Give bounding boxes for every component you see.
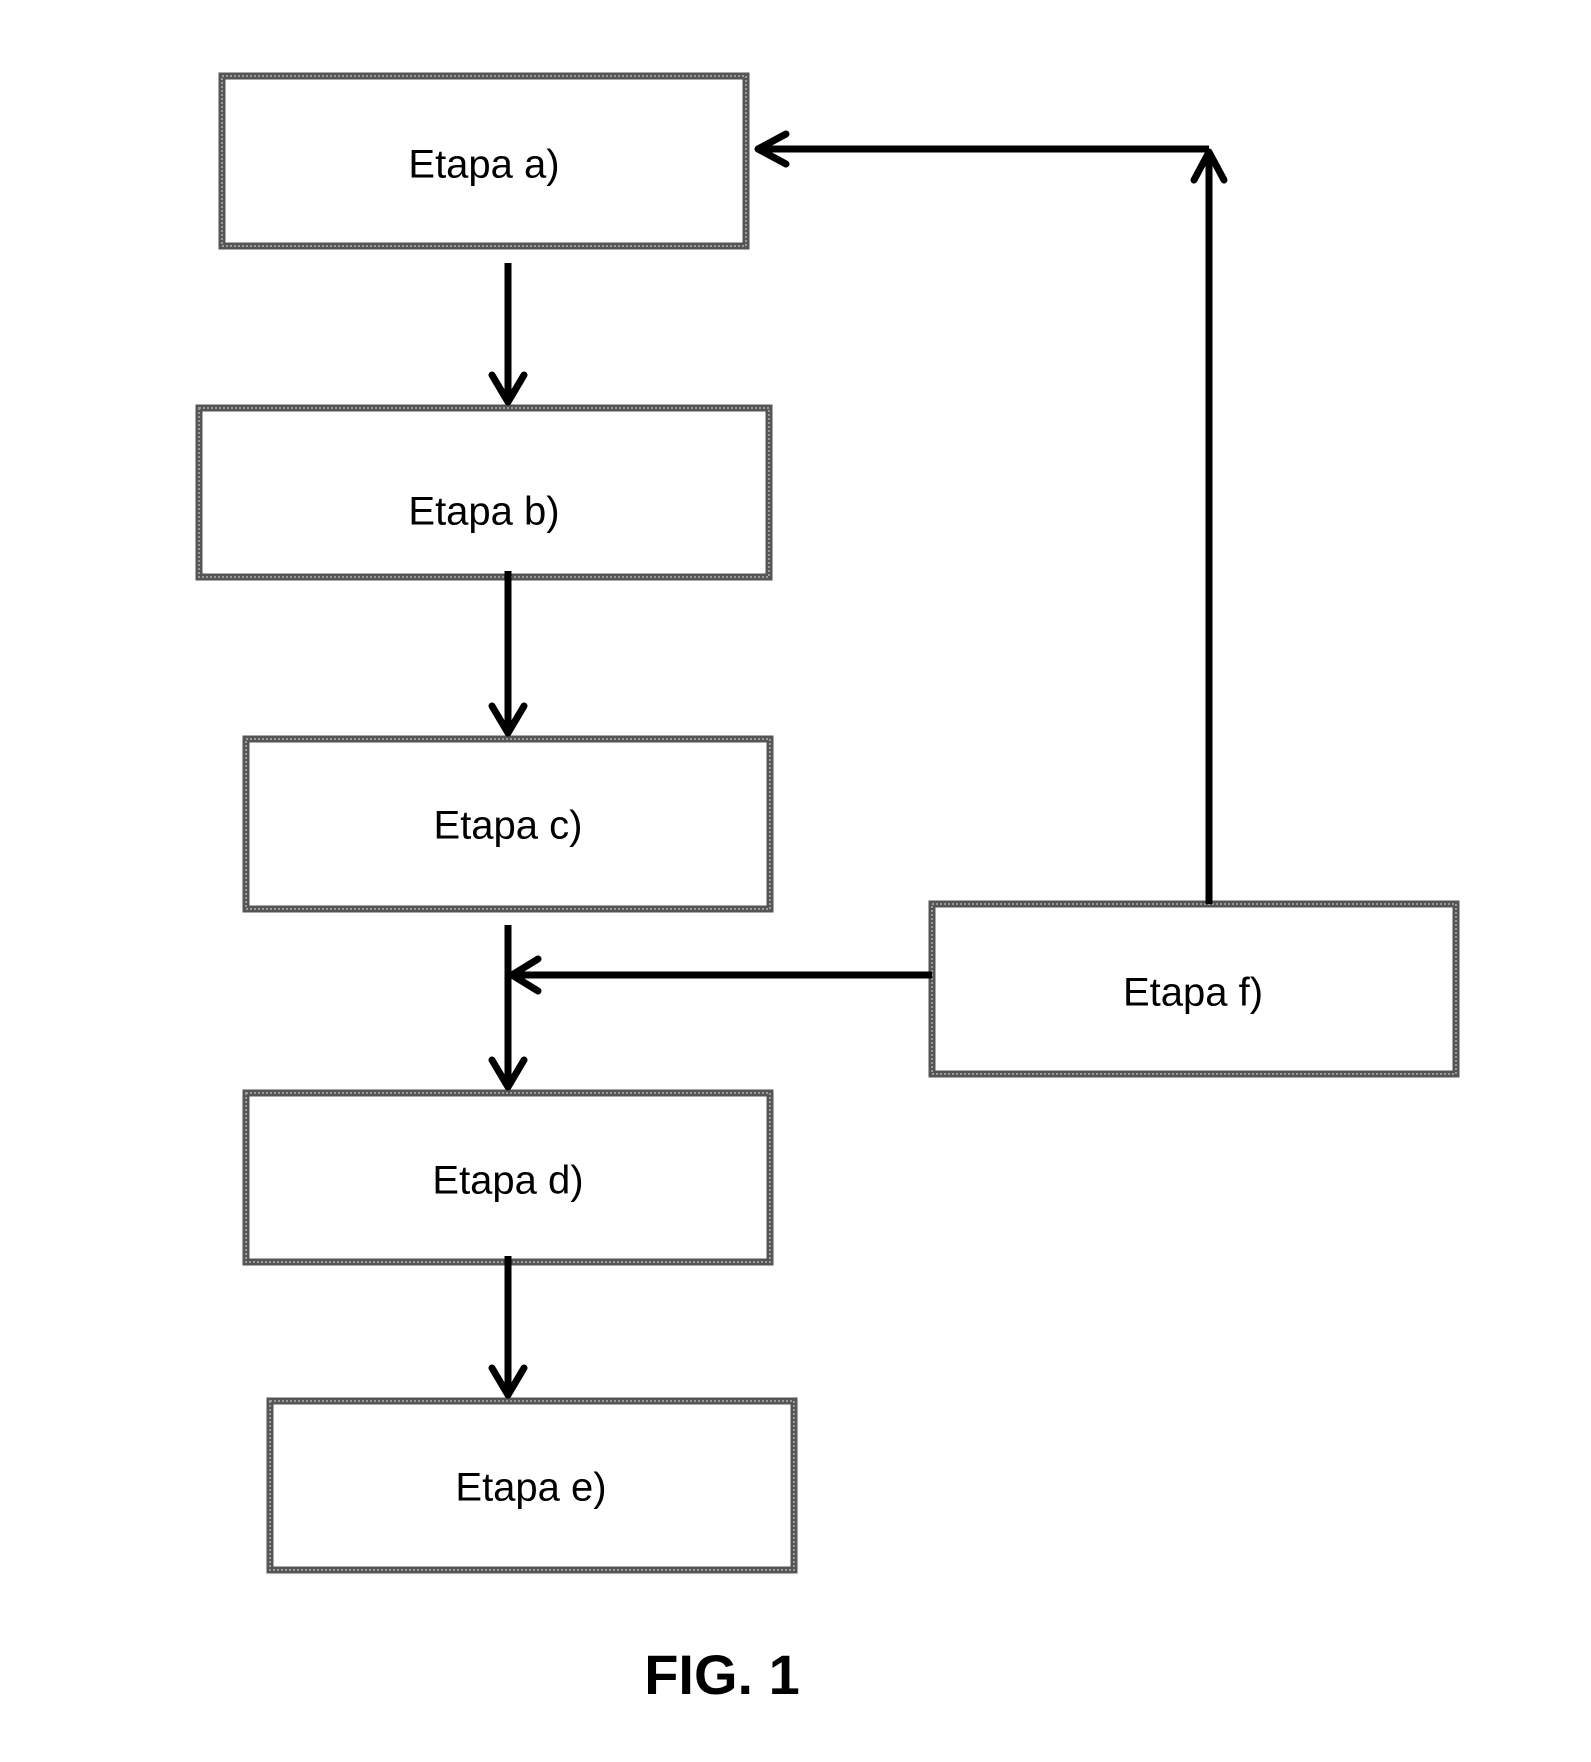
step-e-box: Etapa e)	[266, 1397, 798, 1574]
step-a-box: Etapa a)	[218, 72, 750, 250]
step-c-label: Etapa c)	[434, 804, 583, 848]
figure-label: FIG. 1	[644, 1643, 800, 1706]
step-e-label: Etapa e)	[455, 1466, 606, 1510]
step-d-label: Etapa d)	[432, 1159, 583, 1203]
step-b-box: Etapa b)	[195, 404, 773, 581]
step-f-box: Etapa f)	[928, 900, 1460, 1078]
step-d-box: Etapa d)	[242, 1089, 774, 1266]
step-f-label: Etapa f)	[1123, 971, 1263, 1015]
arrow-a-to-b	[488, 263, 528, 406]
arrow-b-to-c	[488, 571, 528, 737]
arrow-c-to-d	[488, 925, 528, 1091]
arrow-f-to-cd-line	[508, 955, 932, 995]
arrow-d-to-e	[488, 1256, 528, 1399]
arrow-f-to-a-feedback	[754, 130, 1228, 904]
step-c-box: Etapa c)	[242, 735, 774, 913]
step-b-label: Etapa b)	[408, 490, 559, 534]
step-a-label: Etapa a)	[408, 143, 559, 187]
